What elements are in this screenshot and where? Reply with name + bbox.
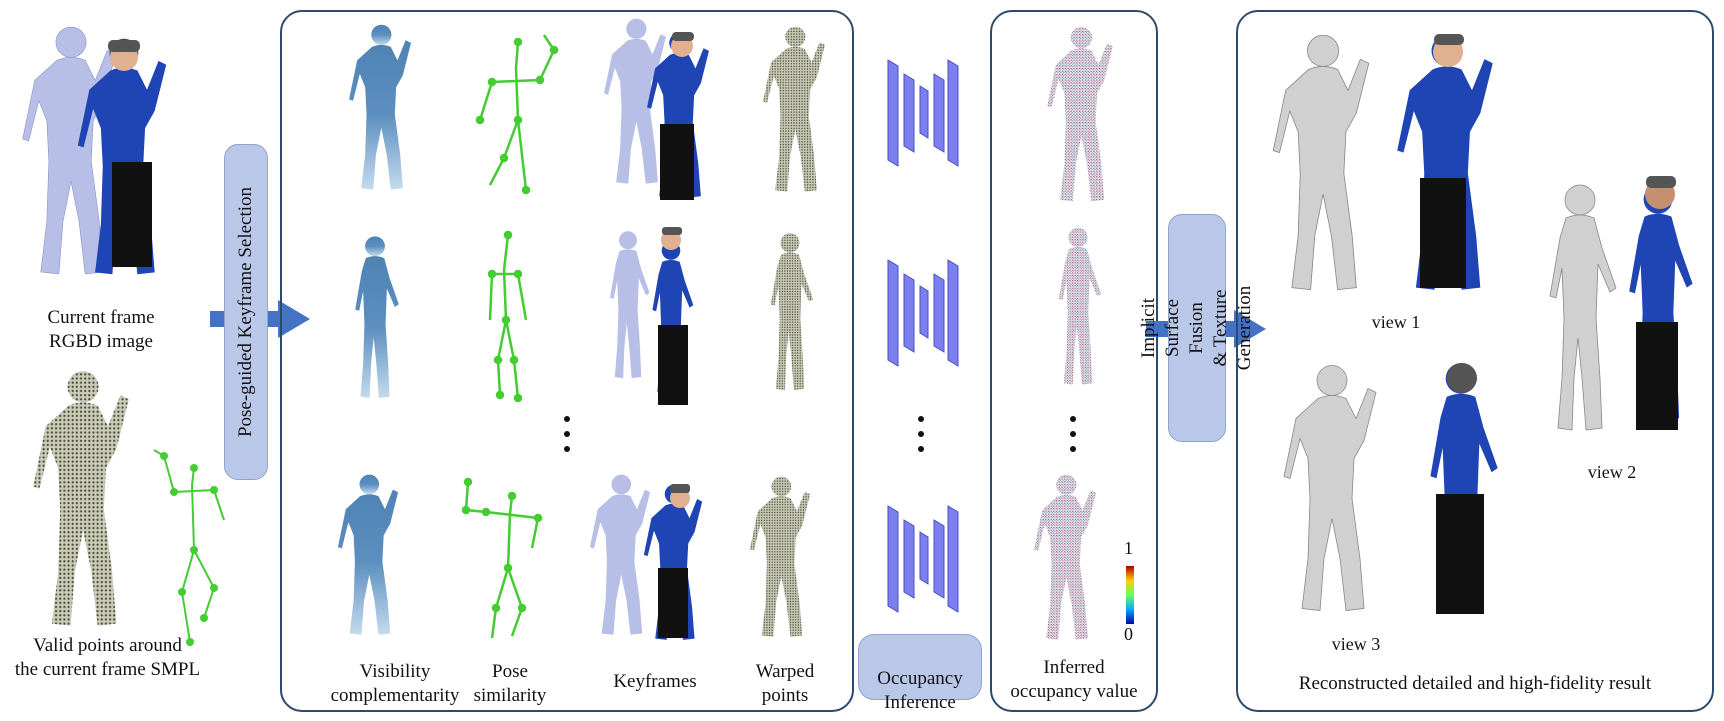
colorbar-min-label: 0: [1124, 624, 1133, 644]
occupancy-panel: [990, 10, 1158, 712]
colorbar-gradient: [1126, 566, 1134, 624]
warped-points: [749, 476, 811, 637]
keyframe-panel: [280, 10, 854, 712]
result-view3-textured: [1430, 363, 1498, 614]
visibility-silhouette: [349, 24, 411, 190]
pose-skeleton: [461, 477, 543, 639]
fusion-label: Implicit Surface Fusion & Texture Genera…: [1138, 214, 1255, 442]
view2-caption: view 2: [1587, 462, 1637, 482]
view3-caption: view 3: [1331, 634, 1381, 654]
network-icon: [887, 59, 959, 167]
pose-skeleton: [487, 230, 528, 403]
network-icon: [887, 505, 959, 613]
inferred-occupancy-caption: Inferred occupancy value: [1010, 657, 1138, 702]
network-icon: [887, 259, 959, 367]
warped-points: [763, 26, 825, 192]
result-caption: Reconstructed detailed and high-fidelity…: [1298, 673, 1652, 694]
view1-caption: view 1: [1371, 312, 1421, 332]
result-view1-textured: [1397, 34, 1493, 290]
visibility-caption: Visibility complementarity: [330, 661, 460, 706]
colorbar-max-label: 1: [1124, 538, 1133, 558]
occupancy-inference-text: Occupancy Inference: [877, 668, 963, 713]
result-panel: [1236, 10, 1714, 712]
ellipsis-keyframes: [564, 416, 570, 452]
pose-skeleton: [475, 34, 559, 195]
result-view3-mesh: [1283, 365, 1377, 611]
ellipsis-networks: [918, 416, 924, 452]
visibility-silhouette: [337, 474, 399, 635]
current-frame-figure: [14, 12, 184, 284]
valid-points-figure: [14, 360, 225, 646]
valid-points-caption: Valid points around the current frame SM…: [14, 635, 201, 680]
warped-points: [770, 233, 814, 391]
occupancy-figure: [1047, 26, 1113, 202]
smpl-skeleton: [153, 449, 225, 646]
keyframe-image: [589, 474, 703, 640]
keyframes-caption: Keyframes: [613, 671, 697, 692]
ellipsis-occupancy: [1070, 416, 1076, 452]
keyframe-image: [610, 227, 694, 405]
result-view2-textured: [1629, 176, 1693, 430]
warped-points-caption: Warped points: [755, 661, 815, 706]
occupancy-figure: [1034, 474, 1096, 640]
current-frame-caption: Current frame RGBD image: [47, 307, 155, 352]
pose-similarity-caption: Pose similarity: [473, 661, 547, 706]
result-view1-mesh: [1272, 34, 1370, 291]
occupancy-figure: [1058, 227, 1102, 385]
keyframe-image: [604, 18, 709, 200]
visibility-silhouette: [355, 236, 399, 399]
keyframe-selection-label: Pose-guided Keyframe Selection: [224, 144, 268, 480]
occupancy-inference-label: Occupancy Inference: [858, 634, 982, 713]
